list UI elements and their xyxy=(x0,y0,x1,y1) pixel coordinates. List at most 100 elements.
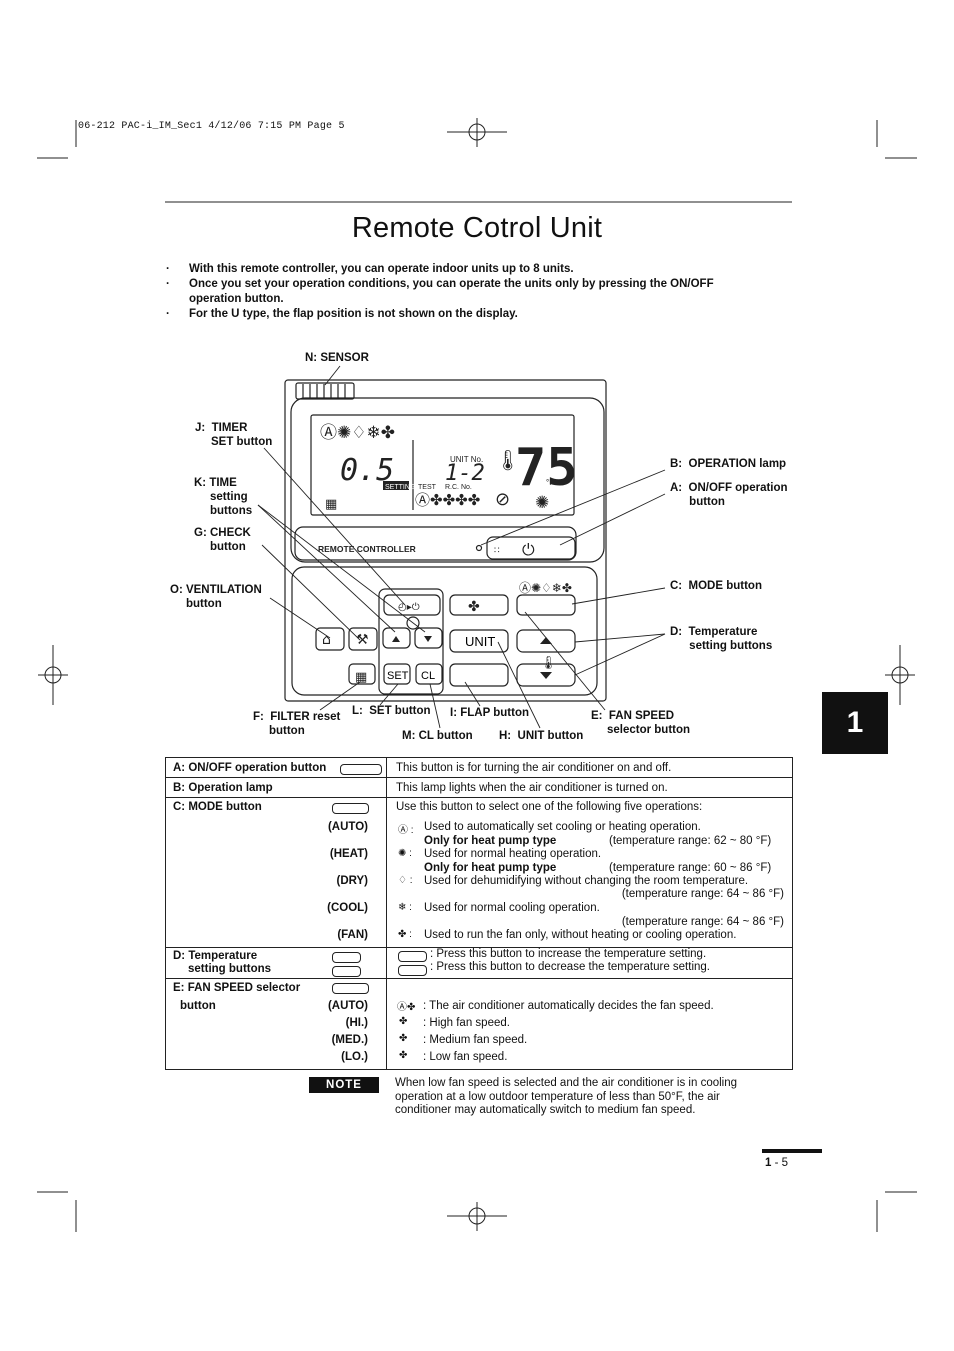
label-fan: E: FAN SPEED selector button xyxy=(591,710,691,736)
unit-button xyxy=(449,629,509,653)
bullet-2: Once you set your operation conditions, … xyxy=(189,278,714,290)
label-mode: C: MODE button xyxy=(670,580,762,592)
svg-text:Ⓐ✺♢❄✤: Ⓐ✺♢❄✤ xyxy=(320,423,395,443)
mode-dry: (DRY) xyxy=(336,875,368,887)
mode-button xyxy=(516,594,576,616)
label-ventilation: O: VENTILATION button xyxy=(170,584,262,610)
mode-fan-desc: Used to run the fan only, without heatin… xyxy=(424,929,737,941)
page-number: 1 - 5 xyxy=(765,1157,788,1169)
page-title: Remote Cotrol Unit xyxy=(351,212,603,244)
speed-lo-desc: : Low fan speed. xyxy=(423,1051,508,1063)
temp-up-desc: : Press this button to increase the temp… xyxy=(430,948,707,960)
row-d-label-2: setting buttons xyxy=(188,963,272,975)
speed-med: (MED.) xyxy=(331,1034,368,1046)
label-set: L: SET button xyxy=(352,705,431,717)
cl-button-label: CL xyxy=(421,670,435,682)
speed-lo: (LO.) xyxy=(341,1051,368,1063)
svg-text:⌂: ⌂ xyxy=(322,632,331,648)
svg-text:✺: ✺ xyxy=(535,493,549,513)
mode-auto-range: (temperature range: 62 ~ 80 °F) xyxy=(609,835,772,847)
svg-text:⚒: ⚒ xyxy=(356,632,369,648)
row-b-label: B: Operation lamp xyxy=(173,782,273,794)
ventilation-button xyxy=(315,627,345,651)
check-button xyxy=(348,627,378,651)
bullet-1: With this remote controller, you can ope… xyxy=(189,263,574,275)
label-onoff: A: ON/OFF operation button xyxy=(670,482,788,508)
mode-heat-hp: Only for heat pump type xyxy=(424,862,557,874)
time-up-button xyxy=(382,627,411,649)
row-e-label: E: FAN SPEED selector xyxy=(173,982,301,994)
fan-speed-button xyxy=(449,594,509,616)
cool-icon: ❄ : xyxy=(398,902,412,913)
set-button-label: SET xyxy=(387,670,409,682)
filter-reset-button xyxy=(348,663,376,685)
svg-text:▦: ▦ xyxy=(325,497,337,512)
button-spec-table: A: ON/OFF operation button This button i… xyxy=(165,757,793,1070)
svg-text:⊘: ⊘ xyxy=(495,489,510,510)
label-filter: F: FILTER reset button xyxy=(253,711,341,737)
onoff-button xyxy=(486,536,576,560)
mode-auto: (AUTO) xyxy=(327,821,368,833)
speed-auto: (AUTO) xyxy=(327,1000,368,1012)
svg-text:✤: ✤ xyxy=(468,599,480,615)
svg-text:🌡: 🌡 xyxy=(540,655,557,671)
fan-hi-icon: ✤ xyxy=(399,1016,408,1027)
mode-cool-range: (temperature range: 64 ~ 86 °F) xyxy=(621,916,784,928)
print-slug: 06-212 PAC-i_IM_Sec1 4/12/06 7:15 PM Pag… xyxy=(78,121,345,132)
note-line-3: conditioner may automatically switch to … xyxy=(395,1104,696,1116)
svg-text:Ⓐ✺♢❄✤: Ⓐ✺♢❄✤ xyxy=(519,581,572,595)
mode-dry-range: (temperature range: 64 ~ 86 °F) xyxy=(621,888,784,900)
mode-intro: Use this button to select one of the fol… xyxy=(396,801,703,813)
mode-dry-desc: Used for dehumidifying without changing … xyxy=(424,875,749,887)
label-flap: I: FLAP button xyxy=(450,707,529,719)
section-tab: 1 xyxy=(822,692,888,754)
fan-med-icon: ✤ xyxy=(399,1033,408,1044)
mode-cool-desc: Used for normal cooling operation. xyxy=(424,902,600,914)
svg-text:REMOTE CONTROLLER: REMOTE CONTROLLER xyxy=(318,544,416,554)
set-button xyxy=(383,663,411,685)
temp-down-desc: : Press this button to decrease the temp… xyxy=(430,961,710,973)
bullet-2-cont: operation button. xyxy=(189,293,284,305)
mode-auto-hp: Only for heat pump type xyxy=(424,835,557,847)
speed-auto-desc: : The air conditioner automatically deci… xyxy=(423,1000,714,1012)
label-unit: H: UNIT button xyxy=(499,730,584,742)
note-text: When low fan speed is selected and the a… xyxy=(395,1077,737,1118)
note-badge: NOTE xyxy=(309,1077,379,1093)
svg-text:1-2: 1-2 xyxy=(445,461,485,486)
row-b-text: This lamp lights when the air conditione… xyxy=(396,782,668,794)
note-line-1: When low fan speed is selected and the a… xyxy=(395,1077,738,1089)
svg-text:°F: °F xyxy=(546,478,554,487)
row-d-label: D: Temperature xyxy=(173,950,258,962)
page-number-bold: 1 xyxy=(765,1157,772,1169)
label-operation-lamp: B: OPERATION lamp xyxy=(670,458,787,470)
label-cl: M: CL button xyxy=(402,730,473,742)
controller-body xyxy=(284,379,607,702)
auto-icon: Ⓐ : xyxy=(398,825,414,836)
sensor-icon xyxy=(295,382,355,400)
note-line-2: operation at a low outdoor temperature o… xyxy=(395,1090,720,1103)
mode-fan: (FAN) xyxy=(337,929,368,941)
mode-heat: (HEAT) xyxy=(329,848,368,860)
svg-text:R.C. No.: R.C. No. xyxy=(445,484,472,491)
speed-med-desc: : Medium fan speed. xyxy=(423,1034,528,1046)
mode-heat-desc: Used for normal heating operation. xyxy=(424,848,602,860)
unit-button-label: UNIT xyxy=(465,634,495,649)
svg-text:75: 75 xyxy=(515,438,578,498)
bullet-3: For the U type, the flap position is not… xyxy=(189,308,518,320)
label-timer: J: TIMER SET button xyxy=(195,422,273,448)
row-c-label: C: MODE button xyxy=(173,801,262,813)
cl-button xyxy=(415,663,443,685)
svg-text:Ⓐ✤✤✤✤: Ⓐ✤✤✤✤ xyxy=(415,491,480,509)
label-temp: D: Temperature setting buttons xyxy=(670,626,773,652)
svg-text:🌡: 🌡 xyxy=(495,448,520,472)
temp-up-button xyxy=(516,629,576,653)
svg-text:UNIT No.: UNIT No. xyxy=(450,455,483,464)
svg-text:TEST: TEST xyxy=(418,484,437,491)
svg-text:∷: ∷ xyxy=(494,546,500,556)
label-check: G: CHECK button xyxy=(194,527,251,553)
row-e-label-2: button xyxy=(180,1000,216,1012)
mode-auto-desc: Used to automatically set cooling or hea… xyxy=(424,821,701,833)
speed-hi-desc: : High fan speed. xyxy=(423,1017,510,1029)
